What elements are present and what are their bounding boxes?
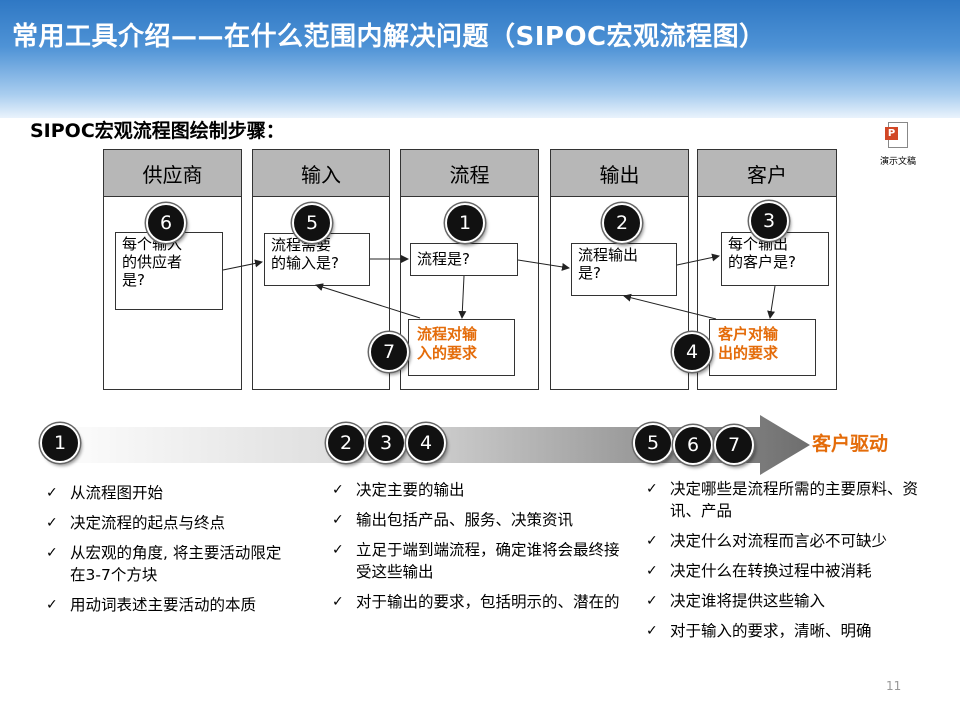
powerpoint-doc-icon: P <box>885 122 908 148</box>
list-item: ✓从流程图开始 <box>46 484 164 502</box>
check-icon: ✓ <box>46 485 58 501</box>
customer-output-requirement-box: 客户对输 出的要求 <box>709 319 816 376</box>
timeline-badge: 4 <box>406 423 446 463</box>
supplier-question-box: 每个输入 的供应者 是? <box>115 232 223 310</box>
timeline-badge: 6 <box>673 425 713 465</box>
list-input-steps: ✓决定哪些是流程所需的主要原料、资讯、产品 ✓决定什么对流程而言必不可缺少 ✓决… <box>642 478 927 650</box>
step-badge: 1 <box>445 203 485 243</box>
customer-question-box: 每个输出 的客户是? <box>721 232 829 286</box>
section-subtitle: SIPOC宏观流程图绘制步骤： <box>30 120 285 142</box>
list-item: ✓输出包括产品、服务、决策资讯 <box>332 511 574 529</box>
check-icon: ✓ <box>332 542 344 558</box>
list-item: ✓用动词表述主要活动的本质 <box>46 596 257 614</box>
output-question-box: 流程输出 是? <box>571 243 677 296</box>
timeline-badge: 5 <box>633 423 673 463</box>
timeline-badge: 1 <box>40 423 80 463</box>
list-item: ✓从宏观的角度, 将主要活动限定在3-7个方块 <box>46 544 282 584</box>
column-header: 输入 <box>253 150 389 197</box>
header-banner: 常用工具介绍——在什么范围内解决问题（SIPOC宏观流程图） <box>0 0 960 118</box>
column-header: 客户 <box>698 150 836 197</box>
column-header: 流程 <box>401 150 538 197</box>
step-badge: 2 <box>602 203 642 243</box>
check-icon: ✓ <box>46 515 58 531</box>
embedded-document[interactable]: P 演示文稿 <box>878 122 918 167</box>
step-badge: 7 <box>369 332 409 372</box>
list-output-steps: ✓决定主要的输出 ✓输出包括产品、服务、决策资讯 ✓立足于端到端流程，确定谁将会… <box>328 479 620 621</box>
check-icon: ✓ <box>46 545 58 561</box>
step-badge: 4 <box>672 332 712 372</box>
list-item: ✓立足于端到端流程，确定谁将会最终接受这些输出 <box>332 541 620 581</box>
step-badge: 5 <box>292 203 332 243</box>
timeline-badge: 3 <box>366 423 406 463</box>
list-item: ✓决定什么在转换过程中被消耗 <box>646 562 872 580</box>
list-process-steps: ✓从流程图开始 ✓决定流程的起点与终点 ✓从宏观的角度, 将主要活动限定在3-7… <box>42 482 292 624</box>
column-header: 供应商 <box>104 150 241 197</box>
check-icon: ✓ <box>332 512 344 528</box>
check-icon: ✓ <box>332 482 344 498</box>
list-item: ✓对于输入的要求，清晰、明确 <box>646 622 872 640</box>
list-item: ✓决定哪些是流程所需的主要原料、资讯、产品 <box>646 480 919 520</box>
process-input-requirement-box: 流程对输 入的要求 <box>408 319 515 376</box>
process-question-box: 流程是? <box>410 243 518 276</box>
column-header: 输出 <box>551 150 688 197</box>
step-badge: 3 <box>749 201 789 241</box>
list-item: ✓决定谁将提供这些输入 <box>646 592 826 610</box>
page-title: 常用工具介绍——在什么范围内解决问题（SIPOC宏观流程图） <box>12 22 766 52</box>
check-icon: ✓ <box>46 597 58 613</box>
embedded-document-label: 演示文稿 <box>879 157 916 167</box>
check-icon: ✓ <box>646 481 658 497</box>
list-item: ✓决定流程的起点与终点 <box>46 514 226 532</box>
check-icon: ✓ <box>646 593 658 609</box>
check-icon: ✓ <box>646 563 658 579</box>
timeline-badge: 2 <box>326 423 366 463</box>
check-icon: ✓ <box>646 533 658 549</box>
list-item: ✓决定主要的输出 <box>332 481 465 499</box>
list-item: ✓对于输出的要求，包括明示的、潜在的 <box>332 593 620 611</box>
customer-driven-label: 客户驱动 <box>812 433 889 455</box>
input-question-box: 流程需要 的输入是? <box>264 233 370 286</box>
check-icon: ✓ <box>332 594 344 610</box>
timeline-badge: 7 <box>714 425 754 465</box>
step-badge: 6 <box>146 203 186 243</box>
list-item: ✓决定什么对流程而言必不可缺少 <box>646 532 888 550</box>
check-icon: ✓ <box>646 623 658 639</box>
page-number: 11 <box>886 679 902 693</box>
